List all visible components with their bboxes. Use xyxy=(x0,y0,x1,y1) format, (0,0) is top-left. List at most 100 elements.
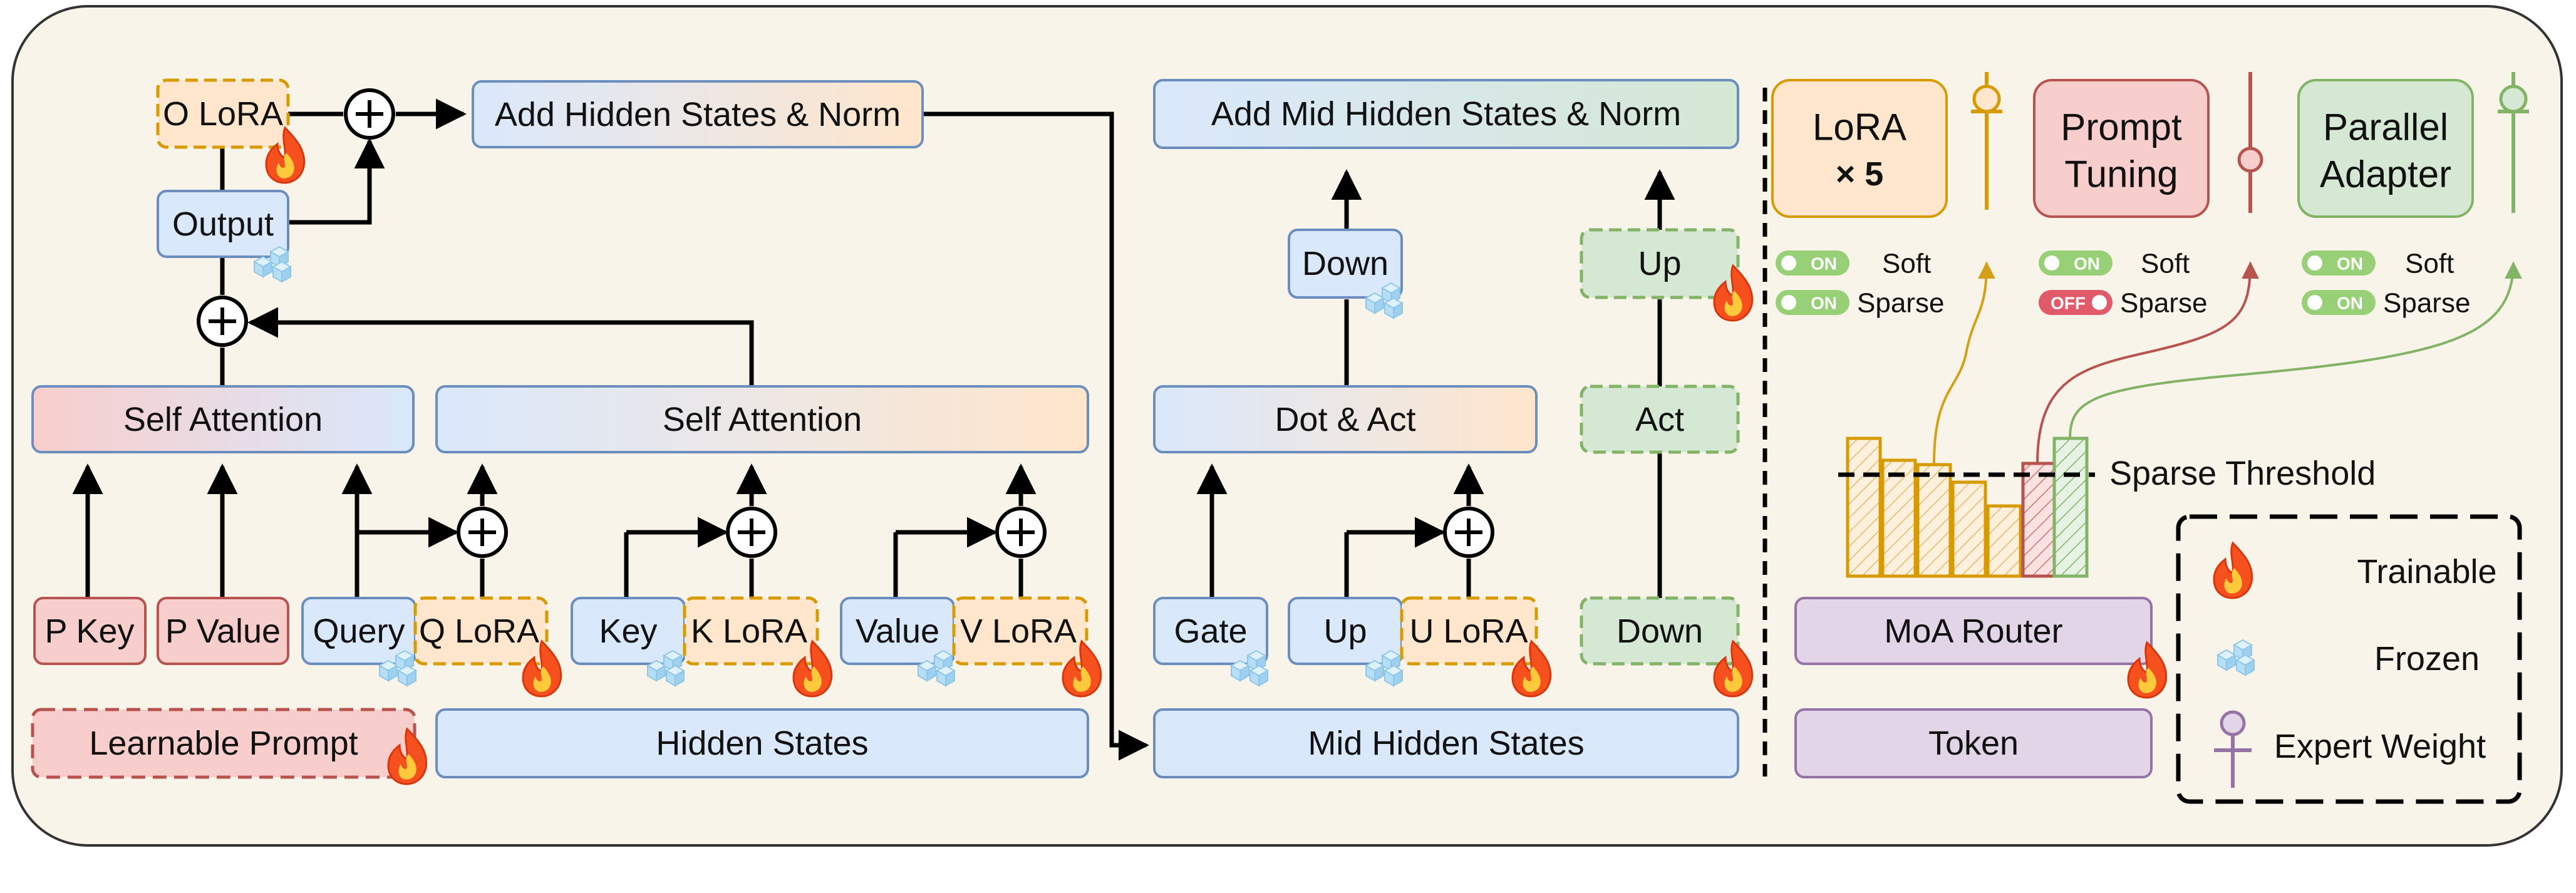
legend: Trainable Frozen Expert Weight xyxy=(2176,514,2522,804)
prompt-soft-state: ON xyxy=(2074,254,2100,274)
plus-circle-u xyxy=(1443,507,1494,558)
plus-circle-k xyxy=(726,507,777,558)
adapter-soft-toggle[interactable]: ON xyxy=(2302,250,2376,276)
prompt-sparse-state: OFF xyxy=(2051,294,2086,313)
adapter-sparse-label: Sparse xyxy=(2383,288,2470,319)
p-value-block: P Value xyxy=(157,597,289,665)
o-lora-label: O LoRA xyxy=(163,95,283,133)
prompt-sparse-label: Sparse xyxy=(2120,288,2207,319)
route-curve-prompt xyxy=(2036,261,2259,464)
lora-switches: ON Soft ON Sparse xyxy=(1776,249,1944,319)
prompt-sparse-toggle[interactable]: OFF xyxy=(2039,290,2113,315)
plus-circle-v xyxy=(995,507,1047,558)
moa-router-label: MoA Router xyxy=(1884,612,2062,650)
o-lora-block: O LoRA xyxy=(156,78,290,149)
legend-trainable: Trainable xyxy=(2357,553,2496,591)
prompt-soft-toggle[interactable]: ON xyxy=(2039,250,2113,276)
expert-weight-pin-adapter xyxy=(2498,72,2529,213)
down-frozen-block: Down xyxy=(1288,229,1403,299)
expert-parallel-adapter-line1: Parallel xyxy=(2323,106,2448,148)
k-lora-label: K LoRA xyxy=(691,612,807,650)
expert-prompt-tuning-line2: Tuning xyxy=(2064,153,2178,195)
expert-parallel-adapter: Parallel Adapter xyxy=(2297,79,2474,218)
value-label: Value xyxy=(856,612,939,650)
self-attention-prompt-label: Self Attention xyxy=(123,401,323,438)
gate-label: Gate xyxy=(1174,612,1247,650)
lora-sparse-label: Sparse xyxy=(1857,288,1944,319)
token-block: Token xyxy=(1794,708,2153,778)
legend-expert-weight: Expert Weight xyxy=(2274,728,2486,765)
output-label: Output xyxy=(172,205,274,243)
mid-hidden-states-label: Mid Hidden States xyxy=(1308,725,1584,762)
plus-circle-q xyxy=(457,507,508,558)
key-block: Key xyxy=(571,597,686,665)
route-curve-adapter xyxy=(2069,261,2522,439)
learnable-prompt-block: Learnable Prompt xyxy=(31,708,416,779)
k-lora-block: K LoRA xyxy=(683,596,819,666)
legend-frozen: Frozen xyxy=(2374,640,2480,678)
sparse-threshold-label: Sparse Threshold xyxy=(2109,455,2376,492)
lora-soft-label: Soft xyxy=(1882,249,1931,279)
lora-sparse-state: ON xyxy=(1811,294,1837,313)
expert-lora-count: × 5 xyxy=(1836,155,1884,193)
hidden-states-label: Hidden States xyxy=(656,725,868,762)
adapter-act-label: Act xyxy=(1635,401,1684,438)
adapter-down-label: Down xyxy=(1616,612,1703,650)
q-lora-block: Q LoRA xyxy=(413,596,549,666)
up-frozen-label: Up xyxy=(1323,612,1367,650)
adapter-switches: ON Soft ON Sparse xyxy=(2302,249,2470,319)
u-lora-label: U LoRA xyxy=(1409,612,1528,650)
expert-parallel-adapter-line2: Adapter xyxy=(2320,153,2451,195)
expert-lora-name: LoRA xyxy=(1813,106,1906,148)
self-attention-label: Self Attention xyxy=(663,401,862,438)
gate-block: Gate xyxy=(1153,597,1268,665)
output-block: Output xyxy=(157,190,289,258)
adapter-soft-label: Soft xyxy=(2405,249,2454,279)
adapter-sparse-state: ON xyxy=(2337,294,2363,313)
hidden-states-block: Hidden States xyxy=(435,708,1089,778)
add-mid-hidden-states-norm-block: Add Mid Hidden States & Norm xyxy=(1153,79,1739,149)
expert-weight-pin-icon xyxy=(2214,710,2252,788)
connectors xyxy=(72,98,1675,761)
learnable-prompt-label: Learnable Prompt xyxy=(89,725,358,762)
prompt-soft-label: Soft xyxy=(2141,249,2190,279)
expert-lora: LoRA × 5 xyxy=(1771,79,1948,218)
add-hidden-states-norm-block: Add Hidden States & Norm xyxy=(472,80,924,148)
adapter-soft-state: ON xyxy=(2337,254,2363,274)
expert-weight-pin-prompt xyxy=(2237,72,2263,213)
plus-circle-output xyxy=(344,88,395,140)
router-weight-bars xyxy=(1846,436,2089,578)
q-lora-label: Q LoRA xyxy=(419,612,539,650)
dot-act-label: Dot & Act xyxy=(1275,401,1415,438)
p-key-block: P Key xyxy=(33,597,147,665)
lora-soft-toggle[interactable]: ON xyxy=(1776,250,1849,276)
expert-prompt-tuning-line1: Prompt xyxy=(2061,106,2182,148)
route-curve-lora xyxy=(1933,261,1995,464)
v-lora-block: V LoRA xyxy=(952,596,1089,666)
token-label: Token xyxy=(1928,725,2019,762)
dot-act-block: Dot & Act xyxy=(1153,385,1538,453)
self-attention-block: Self Attention xyxy=(435,385,1089,453)
moa-router-block: MoA Router xyxy=(1794,597,2153,665)
add-hidden-states-norm-label: Add Hidden States & Norm xyxy=(495,96,901,133)
lora-sparse-toggle[interactable]: ON xyxy=(1776,290,1849,315)
expert-prompt-tuning: Prompt Tuning xyxy=(2033,79,2210,218)
adapter-sparse-toggle[interactable]: ON xyxy=(2302,290,2376,315)
query-block: Query xyxy=(301,597,416,665)
down-frozen-label: Down xyxy=(1302,245,1389,282)
plus-circle-attention xyxy=(197,296,248,347)
p-value-label: P Value xyxy=(165,612,281,650)
adapter-up-block: Up xyxy=(1580,228,1740,299)
self-attention-prompt-block: Self Attention xyxy=(31,385,415,453)
query-label: Query xyxy=(313,612,405,650)
value-block: Value xyxy=(840,597,955,665)
prompt-switches: ON Soft OFF Sparse xyxy=(2039,249,2207,319)
v-lora-label: V LoRA xyxy=(960,612,1077,650)
adapter-up-label: Up xyxy=(1638,245,1681,282)
lora-soft-state: ON xyxy=(1811,254,1837,274)
p-key-label: P Key xyxy=(44,612,134,650)
adapter-act-block: Act xyxy=(1580,385,1740,454)
expert-weight-pin-lora xyxy=(1971,72,2002,210)
key-label: Key xyxy=(599,612,657,650)
